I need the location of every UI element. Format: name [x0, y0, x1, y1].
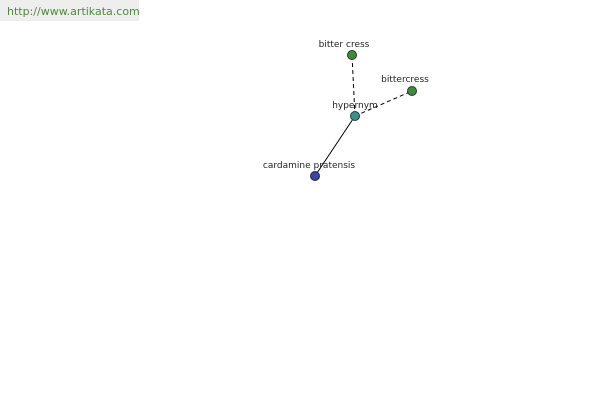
- node-cardamine-pratensis[interactable]: cardamine pratensis: [263, 161, 355, 181]
- node-label-cardamine-pratensis: cardamine pratensis: [263, 161, 355, 171]
- node-label-bitter-cress: bitter cress: [319, 40, 370, 50]
- nodes: bitter cress bittercress hypernym cardam…: [263, 40, 429, 181]
- node-dot-cardamine-pratensis[interactable]: [310, 171, 320, 181]
- node-bitter-cress[interactable]: bitter cress: [319, 40, 370, 60]
- node-hypernym[interactable]: hypernym: [332, 101, 378, 121]
- node-dot-bittercress[interactable]: [407, 86, 417, 96]
- node-dot-hypernym[interactable]: [350, 111, 360, 121]
- edges: [314, 54, 413, 177]
- node-dot-bitter-cress[interactable]: [347, 50, 357, 60]
- node-label-bittercress: bittercress: [381, 75, 429, 85]
- edge-hypernym-bittercress: [354, 90, 413, 117]
- edge-hypernym-cardamine-pratensis: [314, 115, 356, 177]
- site-url-banner[interactable]: http://www.artikata.com: [0, 0, 140, 21]
- node-bittercress[interactable]: bittercress: [381, 75, 429, 96]
- node-label-hypernym: hypernym: [332, 101, 378, 111]
- edge-hypernym-bitter-cress: [351, 54, 356, 117]
